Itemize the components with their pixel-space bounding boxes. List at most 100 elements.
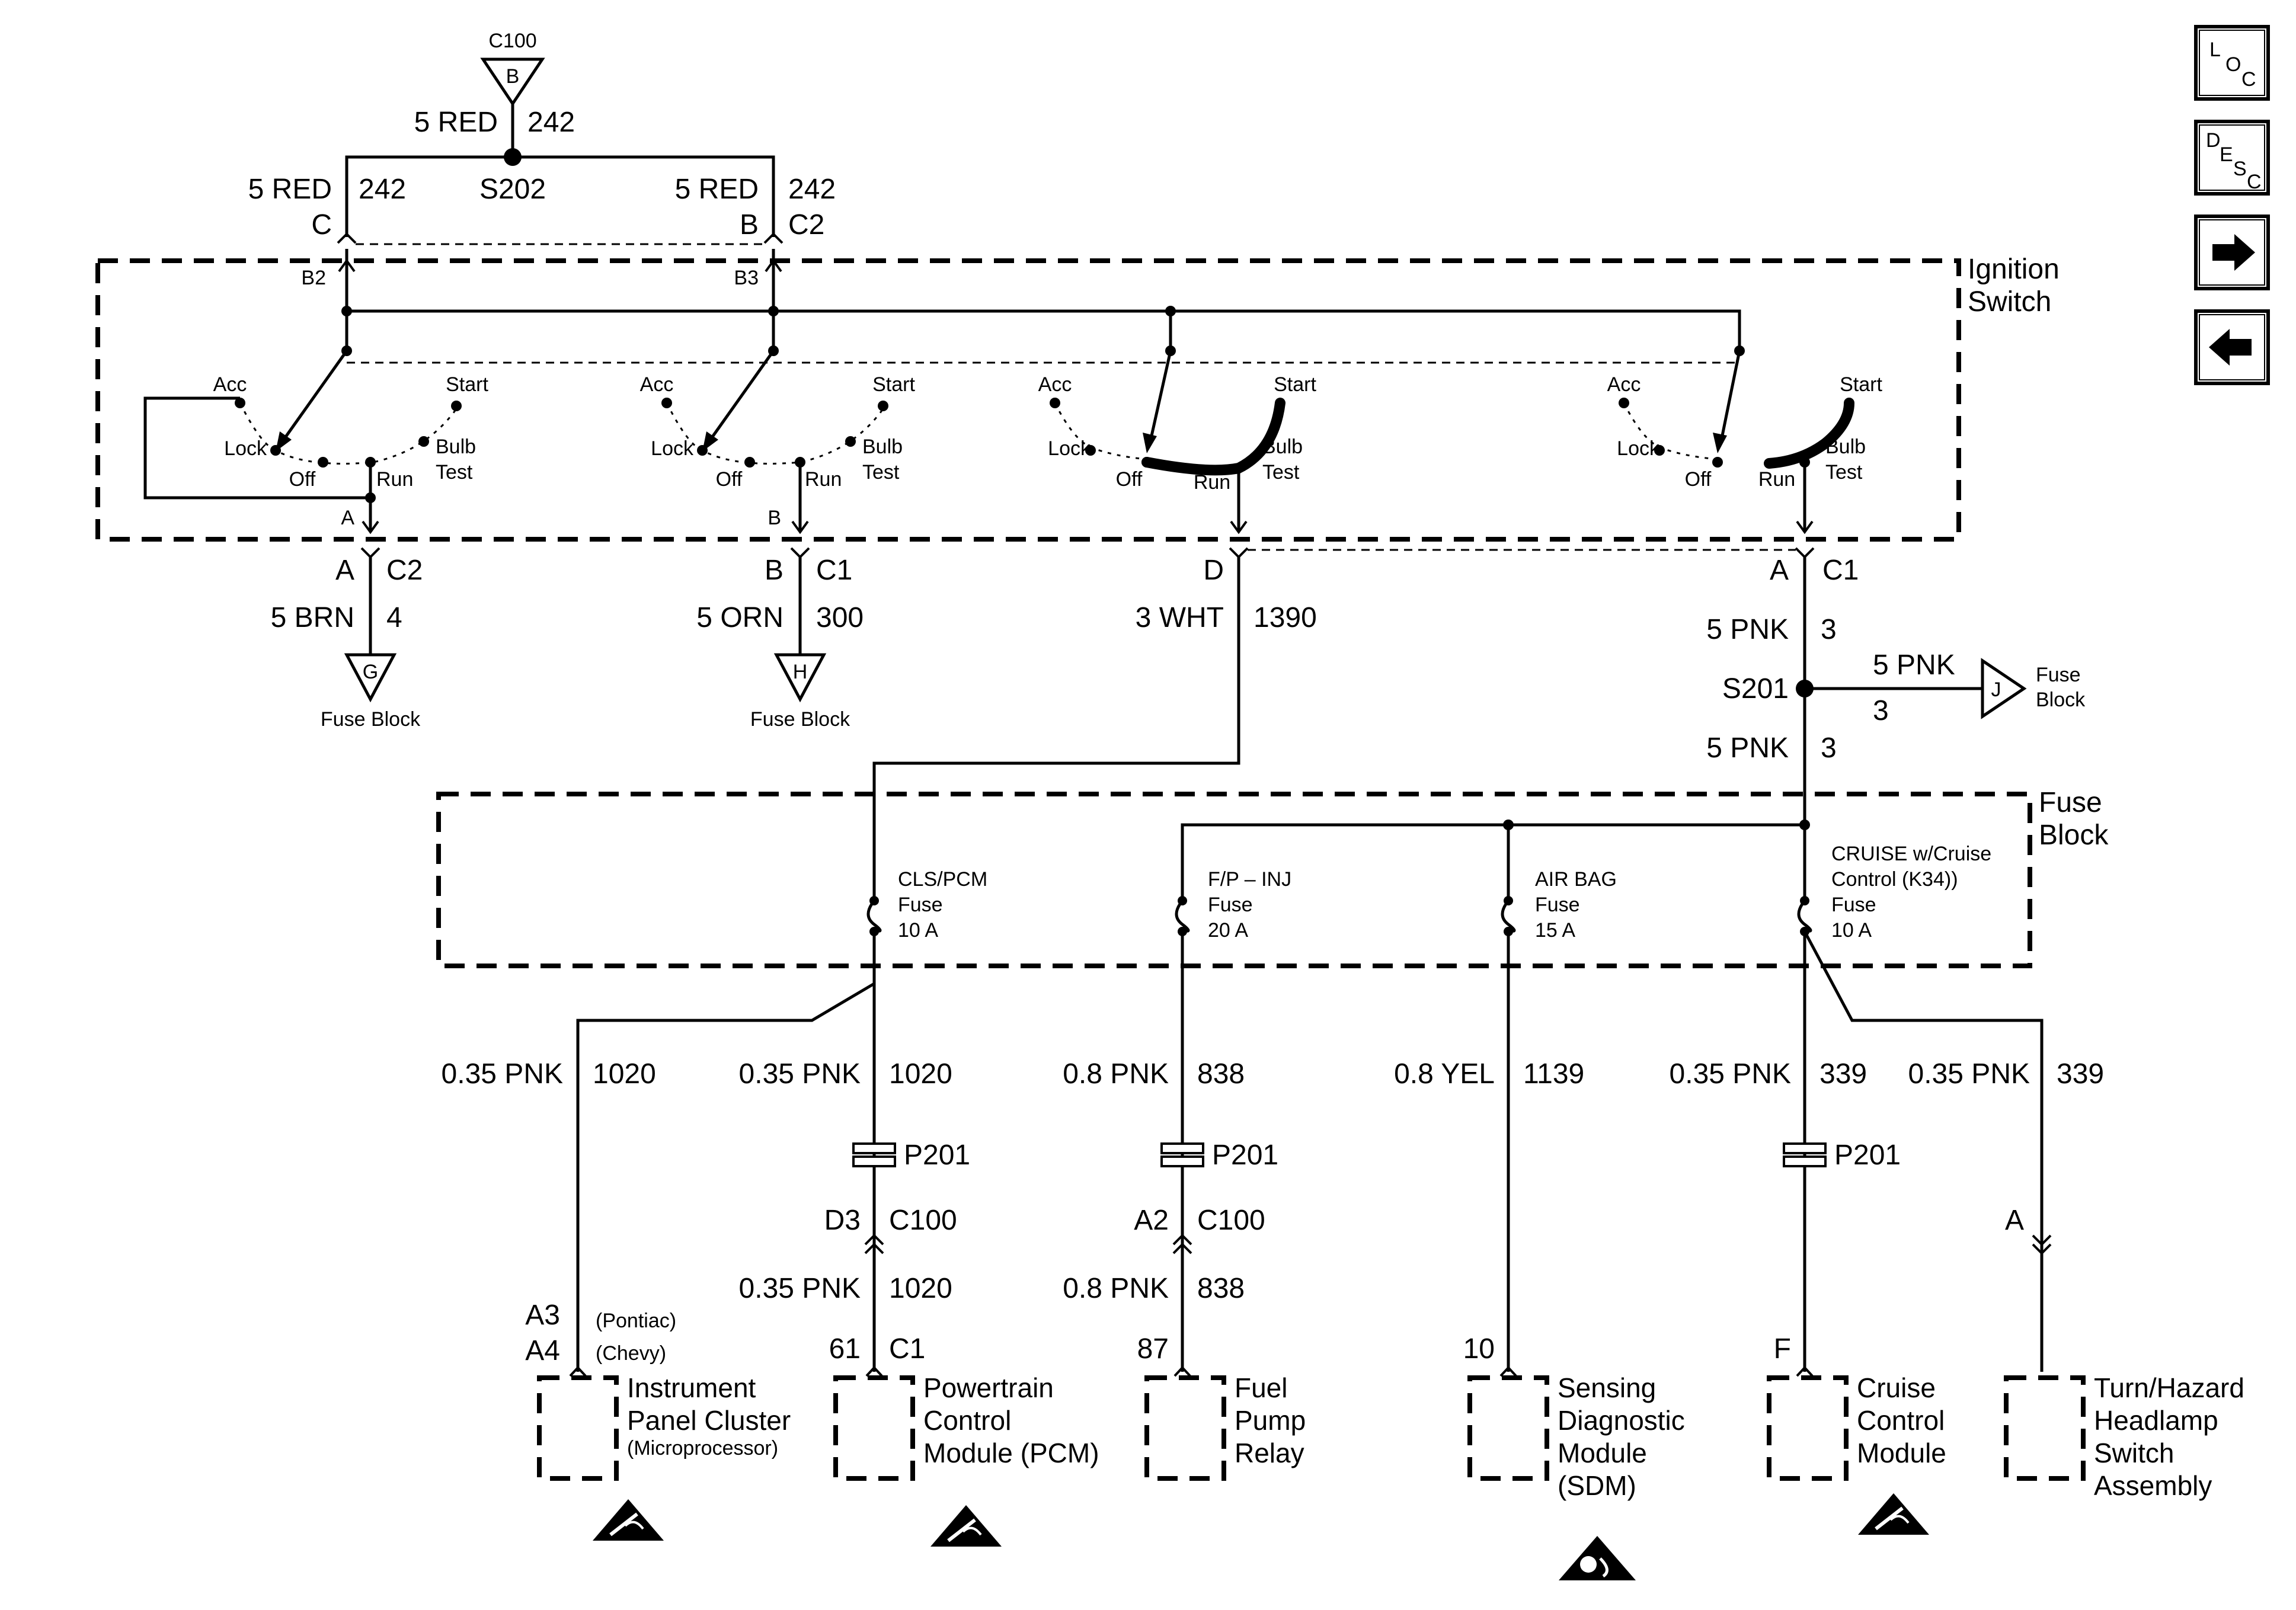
svg-text:Test: Test bbox=[1825, 461, 1863, 484]
svg-text:Off: Off bbox=[289, 468, 316, 491]
svg-text:1020: 1020 bbox=[889, 1058, 952, 1090]
svg-text:1139: 1139 bbox=[1523, 1058, 1584, 1090]
s202-label: S202 bbox=[479, 174, 546, 205]
svg-text:339: 339 bbox=[1819, 1058, 1867, 1090]
svg-text:3 WHT: 3 WHT bbox=[1136, 602, 1224, 633]
branch-cruise: 0.35 PNK 339 P201 F bbox=[1670, 932, 1901, 1377]
branch-pcm: 0.35 PNK 1020 P201 D3 C100 0.35 PNK 1020… bbox=[739, 932, 970, 1377]
svg-text:87: 87 bbox=[1137, 1333, 1169, 1365]
svg-text:0.8 PNK: 0.8 PNK bbox=[1063, 1273, 1169, 1304]
arrow-left-icon bbox=[2209, 329, 2252, 366]
svg-text:0.35 PNK: 0.35 PNK bbox=[739, 1058, 861, 1090]
svg-text:3: 3 bbox=[1873, 695, 1889, 726]
svg-text:CRUISE w/Cruise: CRUISE w/Cruise bbox=[1831, 843, 1991, 865]
svg-text:Test: Test bbox=[1262, 461, 1300, 484]
svg-text:0.35 PNK: 0.35 PNK bbox=[739, 1273, 861, 1304]
switch-4-contact bbox=[1764, 398, 1854, 469]
svg-text:Relay: Relay bbox=[1235, 1438, 1304, 1468]
location-button[interactable]: L O C bbox=[2194, 25, 2270, 101]
svg-text:Lock: Lock bbox=[651, 437, 694, 460]
svg-text:Powertrain: Powertrain bbox=[923, 1372, 1054, 1403]
module-sdm: Sensing Diagnostic Module (SDM) bbox=[1467, 1372, 1685, 1580]
svg-text:Fuse: Fuse bbox=[1831, 894, 1876, 916]
svg-text:Run: Run bbox=[805, 468, 842, 491]
previous-button[interactable] bbox=[2194, 309, 2270, 385]
switch-section-3: Acc Start Lock Off Run Bulb Test bbox=[1038, 345, 1316, 534]
branch-fuel-pump: 0.8 PNK 838 P201 A2 C100 0.8 PNK 838 87 bbox=[1063, 932, 1278, 1377]
svg-text:5 ORN: 5 ORN bbox=[696, 602, 784, 633]
svg-text:Headlamp: Headlamp bbox=[2094, 1405, 2218, 1436]
svg-text:A: A bbox=[2005, 1205, 2024, 1236]
svg-text:300: 300 bbox=[816, 602, 864, 633]
ignition-switch-title-2: Switch bbox=[1968, 286, 2051, 318]
switch-output-2: B C1 5 ORN 300 H Fuse Block bbox=[696, 555, 864, 731]
svg-text:3: 3 bbox=[1821, 732, 1837, 764]
module-fuel-pump-relay: Fuel Pump Relay bbox=[1144, 1372, 1306, 1481]
svg-text:A3: A3 bbox=[525, 1299, 560, 1331]
c100-connector-top: C100 B bbox=[480, 30, 545, 107]
svg-text:1020: 1020 bbox=[889, 1273, 952, 1304]
svg-text:AIR BAG: AIR BAG bbox=[1535, 868, 1617, 891]
svg-text:C2: C2 bbox=[386, 555, 423, 586]
svg-text:Start: Start bbox=[1274, 373, 1316, 396]
esd-warning-icon bbox=[930, 1505, 1002, 1547]
svg-text:Off: Off bbox=[716, 468, 743, 491]
arrow-right-icon bbox=[2212, 234, 2255, 271]
svg-text:S: S bbox=[2233, 158, 2247, 180]
svg-text:Control: Control bbox=[923, 1405, 1011, 1436]
switch-section-1: Acc Start Lock Off Run Bulb Test A bbox=[143, 345, 488, 534]
j-connector bbox=[1981, 658, 2027, 719]
svg-text:Bulb: Bulb bbox=[1825, 436, 1866, 458]
svg-text:A: A bbox=[335, 555, 354, 586]
svg-text:Bulb: Bulb bbox=[862, 436, 903, 458]
fuse-block-bus bbox=[1181, 823, 1806, 901]
b3-label: B3 bbox=[734, 267, 759, 289]
svg-text:3: 3 bbox=[1821, 614, 1837, 645]
svg-text:Module (PCM): Module (PCM) bbox=[923, 1438, 1099, 1468]
wht-1390-wire bbox=[872, 557, 1240, 901]
svg-text:B: B bbox=[765, 555, 784, 586]
svg-text:Off: Off bbox=[1116, 468, 1143, 491]
svg-text:Pump: Pump bbox=[1235, 1405, 1306, 1436]
svg-text:1020: 1020 bbox=[593, 1058, 656, 1090]
svg-text:G: G bbox=[363, 661, 378, 683]
switch-internal-bus bbox=[347, 309, 1741, 350]
switch-output-1: A C2 5 BRN 4 G Fuse Block bbox=[271, 555, 423, 731]
svg-text:Panel Cluster: Panel Cluster bbox=[627, 1405, 791, 1436]
svg-text:Fuse: Fuse bbox=[898, 894, 943, 916]
svg-text:C1: C1 bbox=[1822, 555, 1859, 586]
out-chevron-3 bbox=[1229, 547, 1249, 559]
svg-text:F/P – INJ: F/P – INJ bbox=[1208, 868, 1291, 891]
svg-text:D3: D3 bbox=[824, 1205, 861, 1236]
right-conn-label: C2 bbox=[788, 209, 824, 241]
ignition-switch-box bbox=[95, 258, 1961, 542]
svg-text:C1: C1 bbox=[889, 1333, 925, 1365]
c100-pin: B bbox=[506, 65, 520, 88]
svg-text:A: A bbox=[1770, 555, 1789, 586]
description-button[interactable]: D E S C bbox=[2194, 120, 2270, 196]
svg-text:(SDM): (SDM) bbox=[1558, 1470, 1636, 1501]
ignition-switch-title-1: Ignition bbox=[1968, 254, 2060, 285]
svg-text:P201: P201 bbox=[1834, 1140, 1901, 1171]
svg-text:A2: A2 bbox=[1134, 1205, 1169, 1236]
svg-text:Assembly: Assembly bbox=[2094, 1470, 2212, 1501]
svg-text:Control (K34)): Control (K34)) bbox=[1831, 868, 1958, 891]
svg-text:Switch: Switch bbox=[2094, 1438, 2174, 1468]
svg-text:Cruise: Cruise bbox=[1857, 1372, 1936, 1403]
svg-text:C: C bbox=[2241, 68, 2256, 91]
svg-text:Acc: Acc bbox=[1038, 373, 1072, 396]
branch-turn-hazard: 0.35 PNK 339 A bbox=[1803, 930, 2104, 1372]
out-chevron-4 bbox=[1795, 547, 1815, 559]
svg-text:0.35 PNK: 0.35 PNK bbox=[1908, 1058, 2030, 1090]
switch-output-3: D 3 WHT 1390 bbox=[872, 555, 1317, 901]
svg-text:CLS/PCM: CLS/PCM bbox=[898, 868, 987, 891]
next-button[interactable] bbox=[2194, 215, 2270, 290]
branch-sdm: 0.8 YEL 1139 10 bbox=[1394, 932, 1584, 1377]
svg-text:Lock: Lock bbox=[224, 437, 267, 460]
svg-text:Off: Off bbox=[1685, 468, 1712, 491]
svg-text:Acc: Acc bbox=[213, 373, 247, 396]
svg-text:Test: Test bbox=[436, 461, 473, 484]
svg-text:Module: Module bbox=[1558, 1438, 1647, 1468]
svg-text:4: 4 bbox=[386, 602, 402, 633]
fuse-cruise: CRUISE w/Cruise Control (K34)) Fuse 10 A bbox=[1797, 843, 1991, 942]
